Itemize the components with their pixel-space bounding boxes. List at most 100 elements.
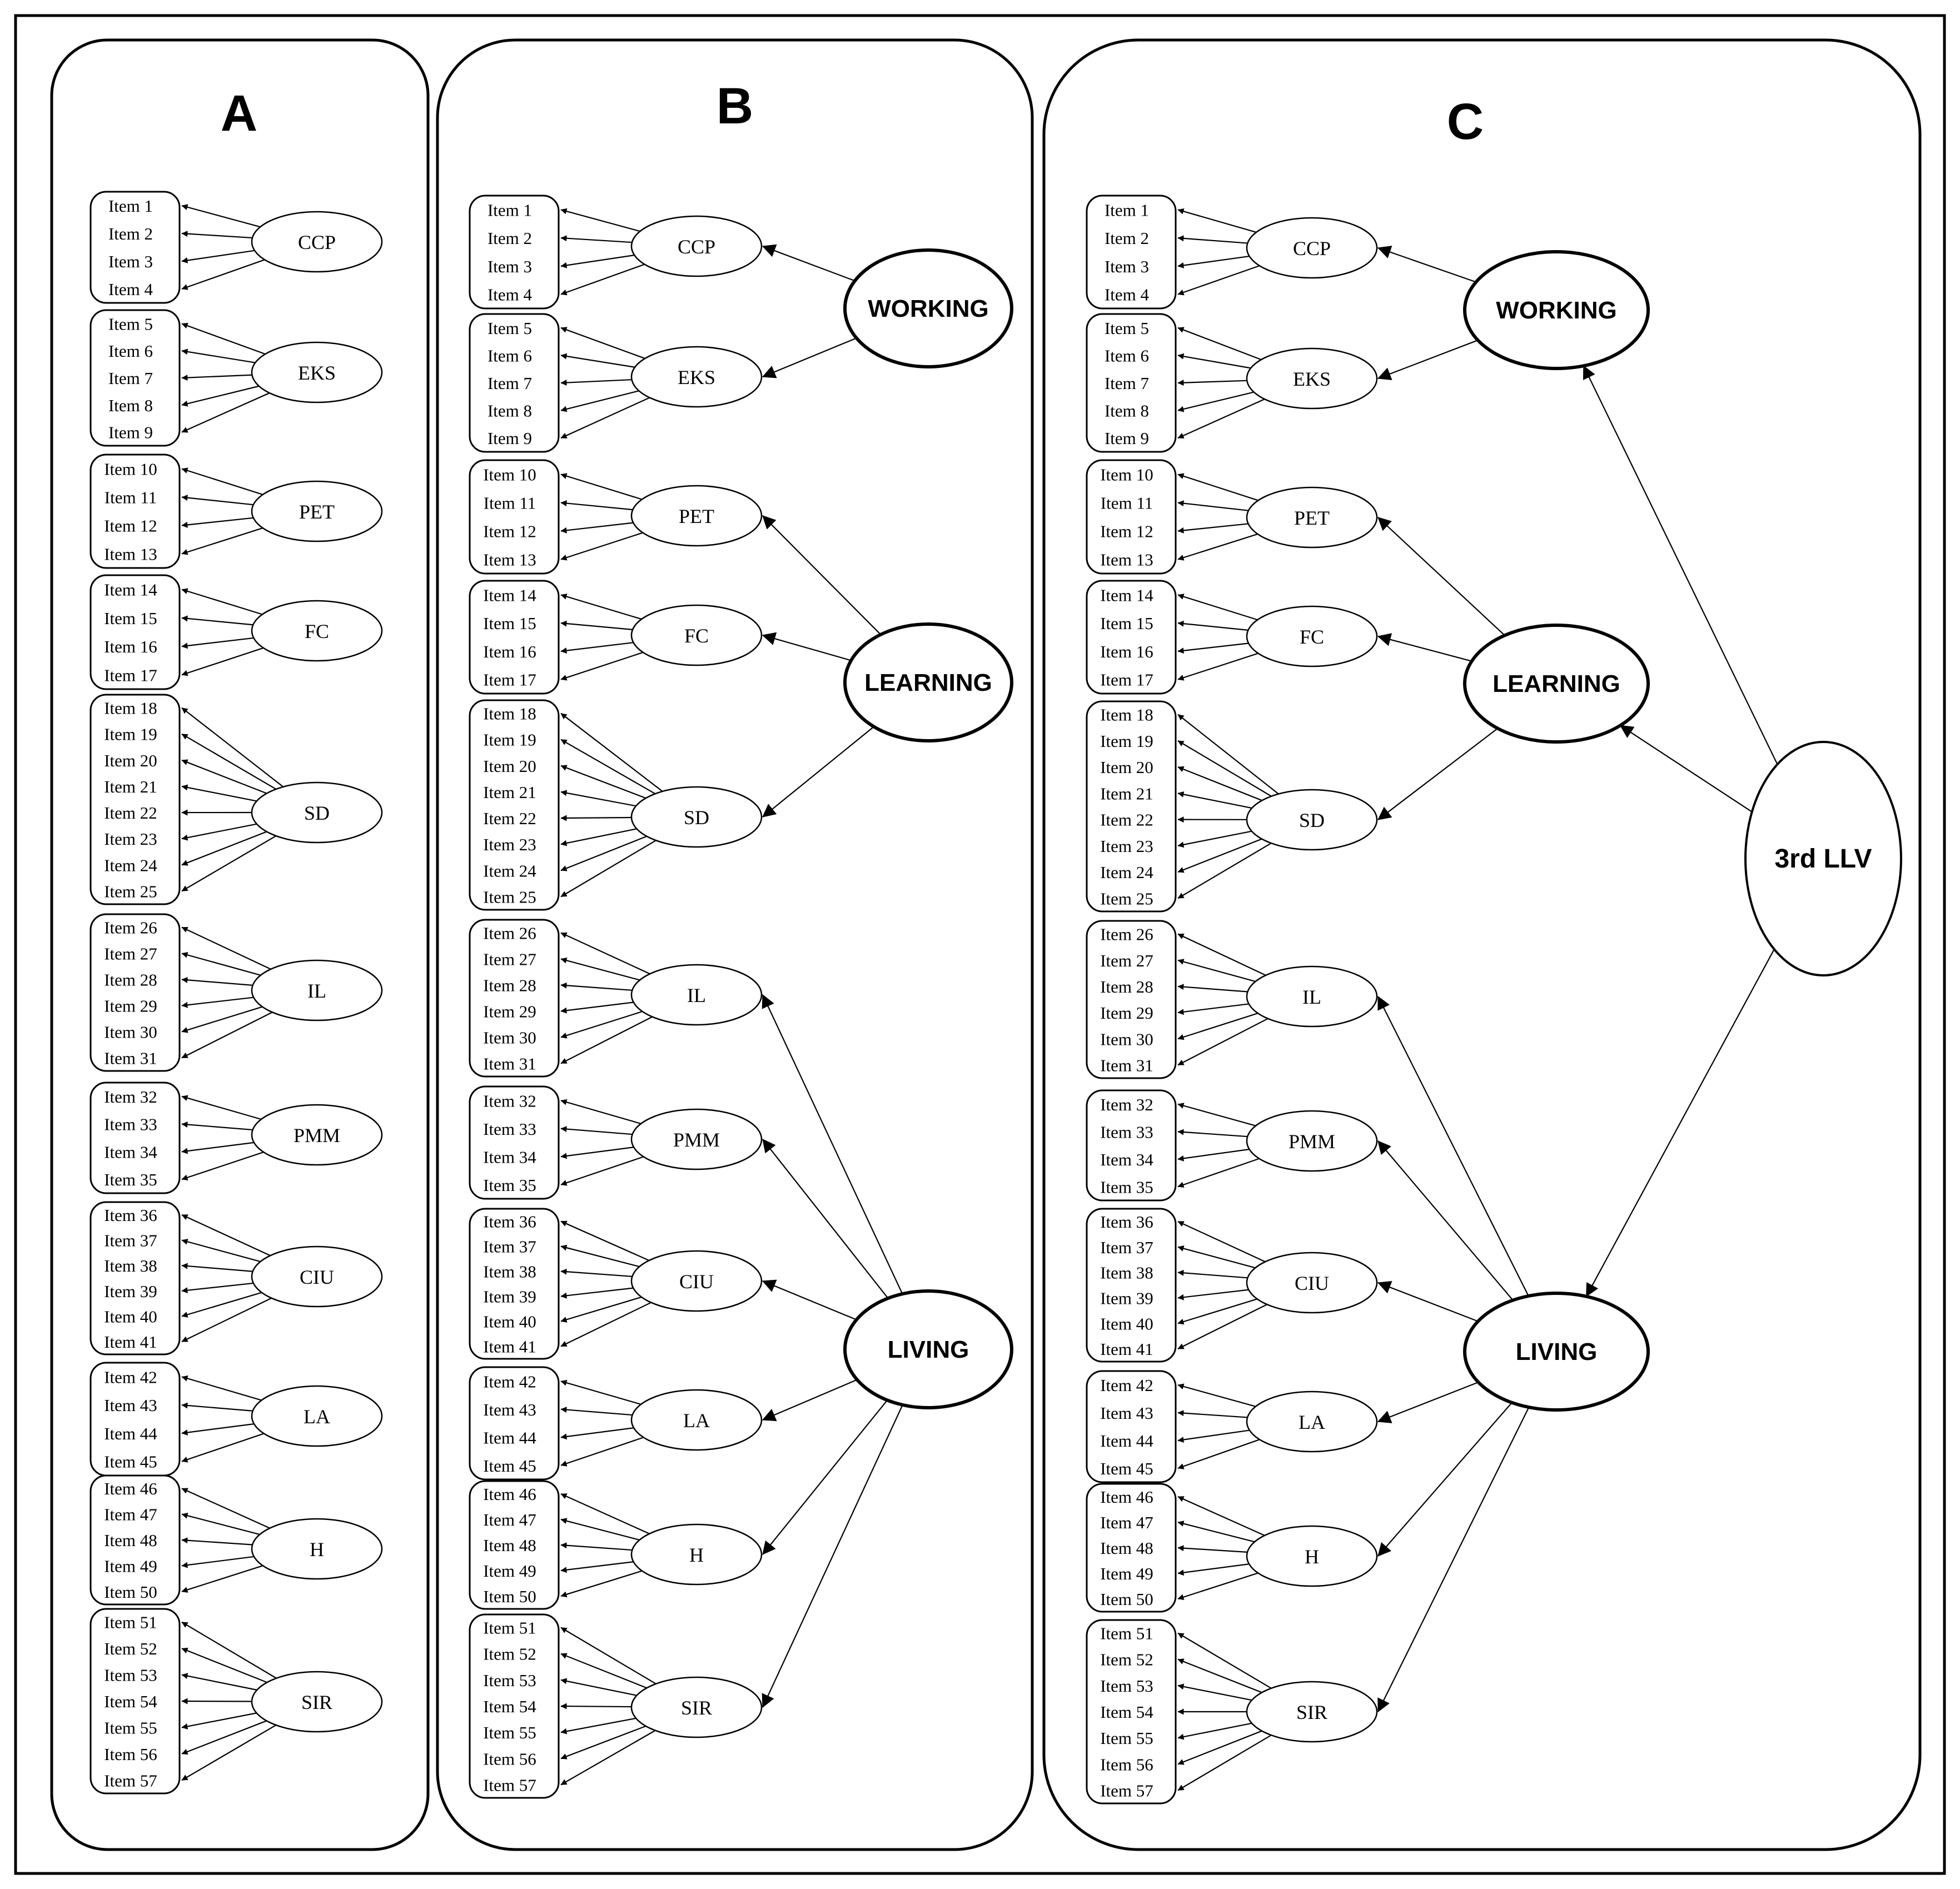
item-group-ciu (1086, 1208, 1177, 1363)
loading-arrow (560, 1493, 650, 1534)
loading-arrow (181, 1647, 267, 1683)
loading-arrow (560, 1570, 643, 1598)
item-label: Item 34 (1100, 1150, 1153, 1169)
loading-arrow (181, 588, 263, 615)
item-group-pet (89, 453, 181, 569)
item-label: Item 7 (108, 368, 153, 388)
item-label: Item 32 (483, 1091, 536, 1110)
item-label: Item 42 (483, 1372, 536, 1391)
item-label: Item 37 (1100, 1238, 1153, 1257)
loading-arrow (560, 1407, 633, 1416)
loading-arrow (1177, 1632, 1272, 1689)
item-label: Item 24 (1100, 863, 1153, 882)
item-label: Item 26 (1100, 925, 1153, 944)
loading-arrow (560, 1653, 647, 1689)
item-label: Item 13 (104, 545, 157, 564)
item-label: Item 20 (1100, 757, 1153, 777)
item-label: Item 36 (1100, 1212, 1153, 1232)
loading-arrow (181, 1712, 257, 1729)
loading-arrow (1177, 533, 1258, 561)
loading-arrow (181, 1375, 262, 1401)
loading-arrow (560, 532, 643, 561)
loading-arrow (1177, 1545, 1248, 1553)
item-group-sd (89, 694, 181, 905)
loading-arrow (560, 1126, 633, 1135)
domain-arrow (1377, 517, 1505, 636)
loading-arrow (560, 379, 632, 386)
domain-arrow (1377, 340, 1479, 381)
loading-arrow (560, 739, 656, 795)
loading-arrow (181, 1152, 264, 1181)
item-group-eks (1086, 313, 1177, 453)
factor-il (251, 959, 383, 1021)
item-group-sd (469, 699, 560, 911)
loading-arrow (181, 615, 253, 626)
item-label: Item 32 (1100, 1095, 1153, 1114)
item-group-fc (469, 580, 560, 695)
item-label: Item 21 (483, 782, 536, 802)
item-label: Item 4 (487, 285, 533, 305)
loading-arrow (181, 1297, 272, 1343)
item-label: Item 19 (483, 730, 536, 750)
item-group-ciu (89, 1201, 181, 1355)
item-group-ccp (469, 195, 560, 310)
item-group-il (89, 913, 181, 1072)
item-label: Item 24 (483, 861, 536, 880)
factor-ccp (251, 211, 383, 273)
outer-frame (14, 14, 1946, 1875)
item-label: Item 48 (104, 1531, 157, 1550)
item-label: Item 48 (483, 1536, 536, 1555)
item-group-ccp (1086, 195, 1177, 310)
factor-ccp (1246, 217, 1378, 279)
factor-label: H (1305, 1546, 1319, 1568)
domain-learning (1463, 624, 1650, 744)
item-label: Item 1 (108, 196, 153, 216)
loading-arrow (560, 1561, 634, 1573)
loading-arrow (1177, 265, 1260, 296)
item-label: Item 57 (1100, 1781, 1153, 1800)
item-label: Item 30 (1100, 1029, 1153, 1049)
factor-label: EKS (678, 366, 715, 388)
item-label: Item 47 (1100, 1513, 1153, 1532)
item-label: Item 44 (104, 1424, 157, 1443)
loading-arrow (560, 1437, 644, 1467)
item-label: Item 37 (483, 1237, 536, 1257)
domain-arrow (762, 1379, 858, 1422)
domain-label: WORKING (1496, 297, 1617, 324)
item-label: Item 57 (104, 1771, 157, 1790)
domain-arrow (1377, 1407, 1530, 1713)
item-label: Item 15 (104, 609, 157, 628)
item-label: Item 6 (1105, 346, 1149, 365)
loading-arrow (560, 1156, 644, 1186)
loading-arrow (560, 397, 650, 439)
item-label: Item 38 (104, 1256, 157, 1275)
loading-arrow (181, 951, 261, 976)
factor-fc (1246, 605, 1378, 667)
domain-label: LIVING (888, 1336, 969, 1363)
loading-arrow (181, 1698, 252, 1704)
item-label: Item 31 (104, 1049, 157, 1068)
factor-label: PMM (1289, 1130, 1335, 1153)
factor-pmm (251, 1104, 383, 1166)
loading-arrow (1177, 1129, 1248, 1138)
loading-arrow (1177, 1722, 1252, 1740)
item-label: Item 22 (104, 803, 157, 823)
item-label: Item 11 (1101, 494, 1153, 513)
loading-arrow (560, 957, 640, 981)
item-label: Item 16 (104, 637, 157, 656)
item-label: Item 41 (104, 1332, 157, 1352)
factor-la (1246, 1390, 1378, 1453)
factor-label: PET (299, 501, 335, 523)
loading-arrow (560, 1010, 643, 1039)
item-label: Item 44 (1100, 1431, 1153, 1451)
factor-label: CIU (1295, 1272, 1329, 1294)
loading-arrow (1177, 594, 1258, 621)
item-label: Item 21 (104, 777, 157, 796)
item-label: Item 6 (487, 346, 532, 365)
loading-arrow (1177, 523, 1248, 534)
factor-fc (251, 600, 383, 662)
item-label: Item 21 (1100, 784, 1153, 803)
loading-arrow (560, 1296, 642, 1323)
